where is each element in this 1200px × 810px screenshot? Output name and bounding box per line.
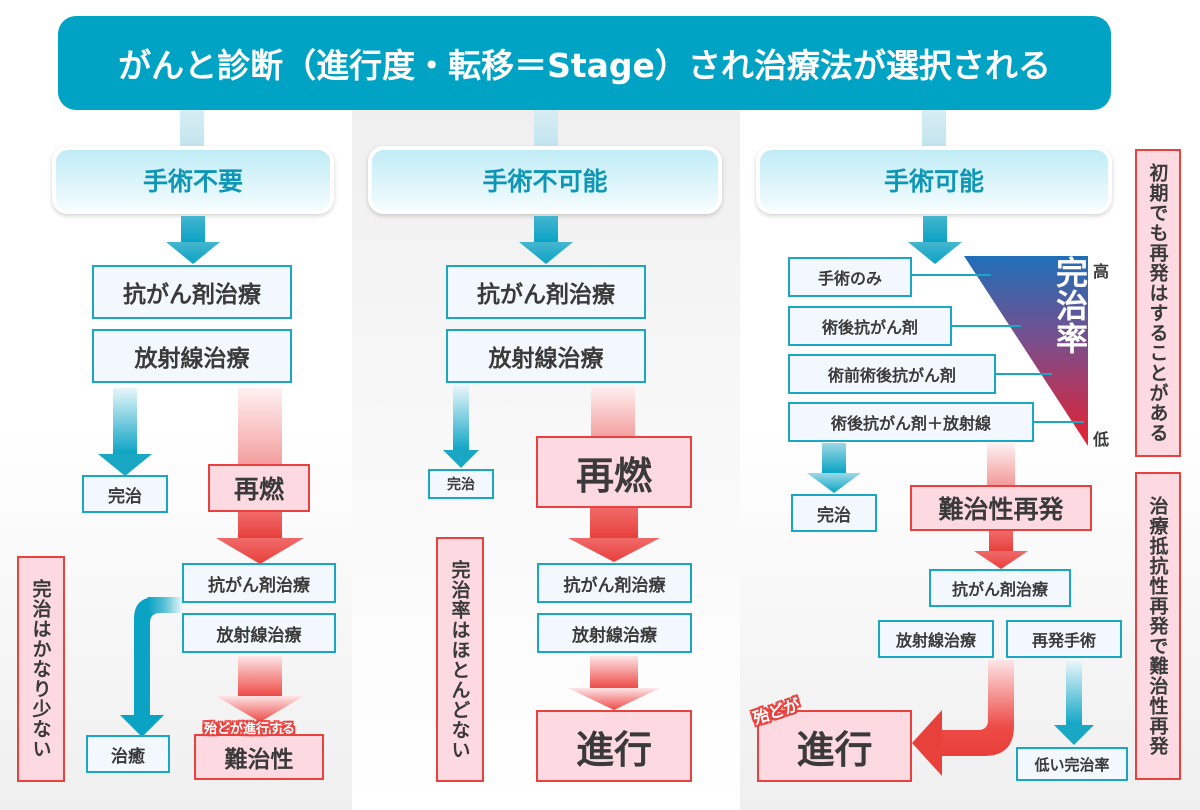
category-no-surgery: 手術不要 — [52, 146, 334, 214]
down-arrow-icon — [568, 656, 660, 710]
treatment-radiation: 放射線治療 — [92, 329, 292, 383]
connector-line — [994, 373, 1052, 375]
relapse-treatment-radiation: 放射線治療 — [878, 620, 994, 658]
down-arrow-icon — [519, 216, 573, 264]
relapse-treatment-chemo: 抗がん剤治療 — [929, 569, 1071, 607]
relapse-box: 再燃 — [536, 436, 692, 508]
cure-rate-scale — [964, 256, 1088, 446]
down-arrow-icon — [807, 443, 861, 493]
treatment-chemo: 抗がん剤治療 — [92, 265, 292, 319]
outcome-cure: 完治 — [428, 469, 494, 499]
category-operable: 手術可能 — [756, 146, 1112, 214]
low-cure-rate-box: 低い完治率 — [1016, 747, 1128, 781]
down-arrow-icon — [908, 216, 962, 264]
bent-arrow-icon — [120, 597, 184, 737]
stem-connector — [180, 108, 204, 152]
down-arrow-icon — [98, 388, 152, 476]
connector-line — [1032, 421, 1084, 423]
connector-line — [951, 325, 1021, 327]
down-arrow-icon — [974, 531, 1028, 569]
relapse-treatment-surgery: 再発手術 — [1006, 620, 1122, 658]
down-arrow-icon — [1054, 661, 1094, 745]
down-arrow-icon — [443, 386, 479, 468]
progression-box: 進行 — [757, 710, 912, 782]
outcome-cure: 完治 — [791, 494, 877, 532]
side-note-refractory-relapse: 治療抵抗性再発で難治性再発 — [1135, 472, 1181, 780]
panel-operable — [740, 108, 1200, 810]
side-note-rare-cure: 完治はかなり少ない — [17, 556, 65, 782]
refractory-note: 殆どが進行する — [204, 722, 296, 737]
refractory-relapse-box: 難治性再発 — [910, 485, 1092, 531]
category-inoperable: 手術不可能 — [368, 146, 722, 214]
relapse-treatment-radiation: 放射線治療 — [182, 613, 336, 653]
side-note-no-cure: 完治率はほとんどない — [436, 537, 484, 782]
option-post-chemo: 術後抗がん剤 — [788, 306, 952, 346]
page-title: がんと診断（進行度・転移＝Stage）され治療法が選択される — [58, 16, 1111, 110]
outcome-cure: 完治 — [82, 475, 168, 513]
stem-connector — [534, 108, 558, 152]
progression-box: 進行 — [536, 710, 692, 782]
relapse-treatment-radiation: 放射線治療 — [537, 613, 692, 653]
down-arrow-icon — [166, 216, 220, 264]
down-arrow-icon — [216, 512, 304, 564]
scale-high-label: 高 — [1093, 262, 1110, 281]
treatment-radiation: 放射線治療 — [446, 329, 646, 383]
option-surgery-only: 手術のみ — [788, 257, 912, 297]
cure-rate-label: 完治率 — [1051, 256, 1089, 355]
option-pre-post-chemo: 術前術後抗がん剤 — [788, 354, 996, 394]
outcome-healed: 治癒 — [86, 735, 170, 773]
relapse-box: 再燃 — [208, 464, 310, 512]
scale-low-label: 低 — [1093, 430, 1110, 449]
relapse-treatment-chemo: 抗がん剤治療 — [537, 563, 692, 603]
stem-connector — [922, 108, 946, 152]
relapse-arrow — [238, 388, 282, 468]
treatment-chemo: 抗がん剤治療 — [446, 265, 646, 319]
connector-line — [911, 274, 991, 276]
refractory-box: 難治性 — [194, 734, 324, 780]
relapse-treatment-chemo: 抗がん剤治療 — [182, 563, 336, 603]
bent-arrow-icon — [912, 660, 1034, 776]
side-note-early-relapse: 初期でも再発はすることがある — [1135, 149, 1181, 457]
relapse-arrow — [591, 386, 635, 440]
down-arrow-icon — [216, 656, 304, 722]
down-arrow-icon — [568, 508, 660, 562]
option-post-chemo-radiation: 術後抗がん剤＋放射線 — [788, 402, 1034, 442]
relapse-arrow — [987, 443, 1015, 485]
